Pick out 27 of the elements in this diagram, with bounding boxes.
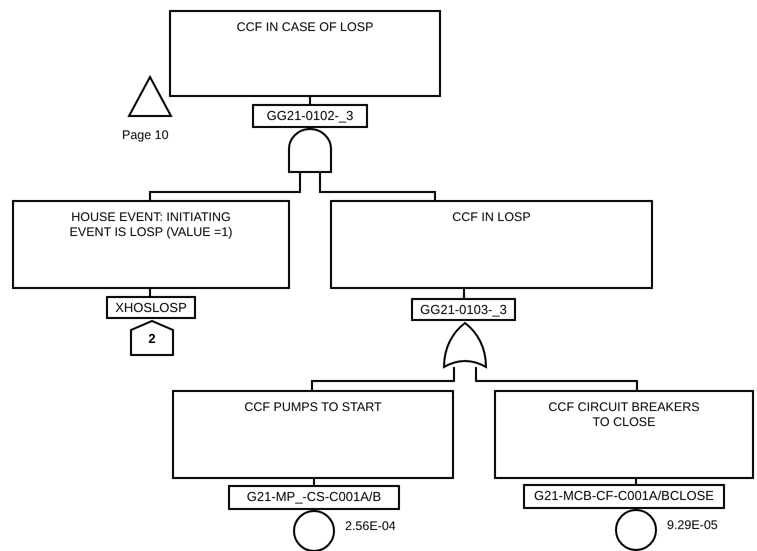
or-gate-symbol [443,322,487,367]
transfer-number: 2 [147,331,157,346]
identifier-box: XHOSLOSP [106,296,196,319]
connector-line [309,97,311,104]
probability-value: 2.56E-04 [345,519,396,533]
event-box: HOUSE EVENT: INITIATING EVENT IS LOSP (VALUE =1) [12,200,290,289]
basic-event-circle [615,509,657,551]
page-reference: Page 10 [122,128,169,142]
connector-line [475,367,638,390]
connector-line [463,289,465,298]
event-box: CCF IN LOSP [330,200,653,289]
probability-value: 9.29E-05 [667,518,718,532]
identifier-box: GG21-0102-_3 [252,104,368,128]
house-event-symbol [130,320,174,356]
connector-line [313,479,315,485]
and-gate-symbol [288,129,332,172]
transfer-triangle [128,76,172,117]
connector-line [311,367,455,390]
event-box: CCF CIRCUIT BREAKERS TO CLOSE [494,390,754,479]
event-box: CCF IN CASE OF LOSP [169,10,441,97]
connector-line [319,172,436,200]
identifier-box: GG21-0103-_3 [411,298,516,321]
identifier-box: G21-MCB-CF-C001A/BCLOSE [523,484,725,509]
connector-line [635,479,637,484]
connector-line [149,172,301,200]
connector-line [149,289,151,296]
event-box: CCF PUMPS TO START [172,390,454,479]
